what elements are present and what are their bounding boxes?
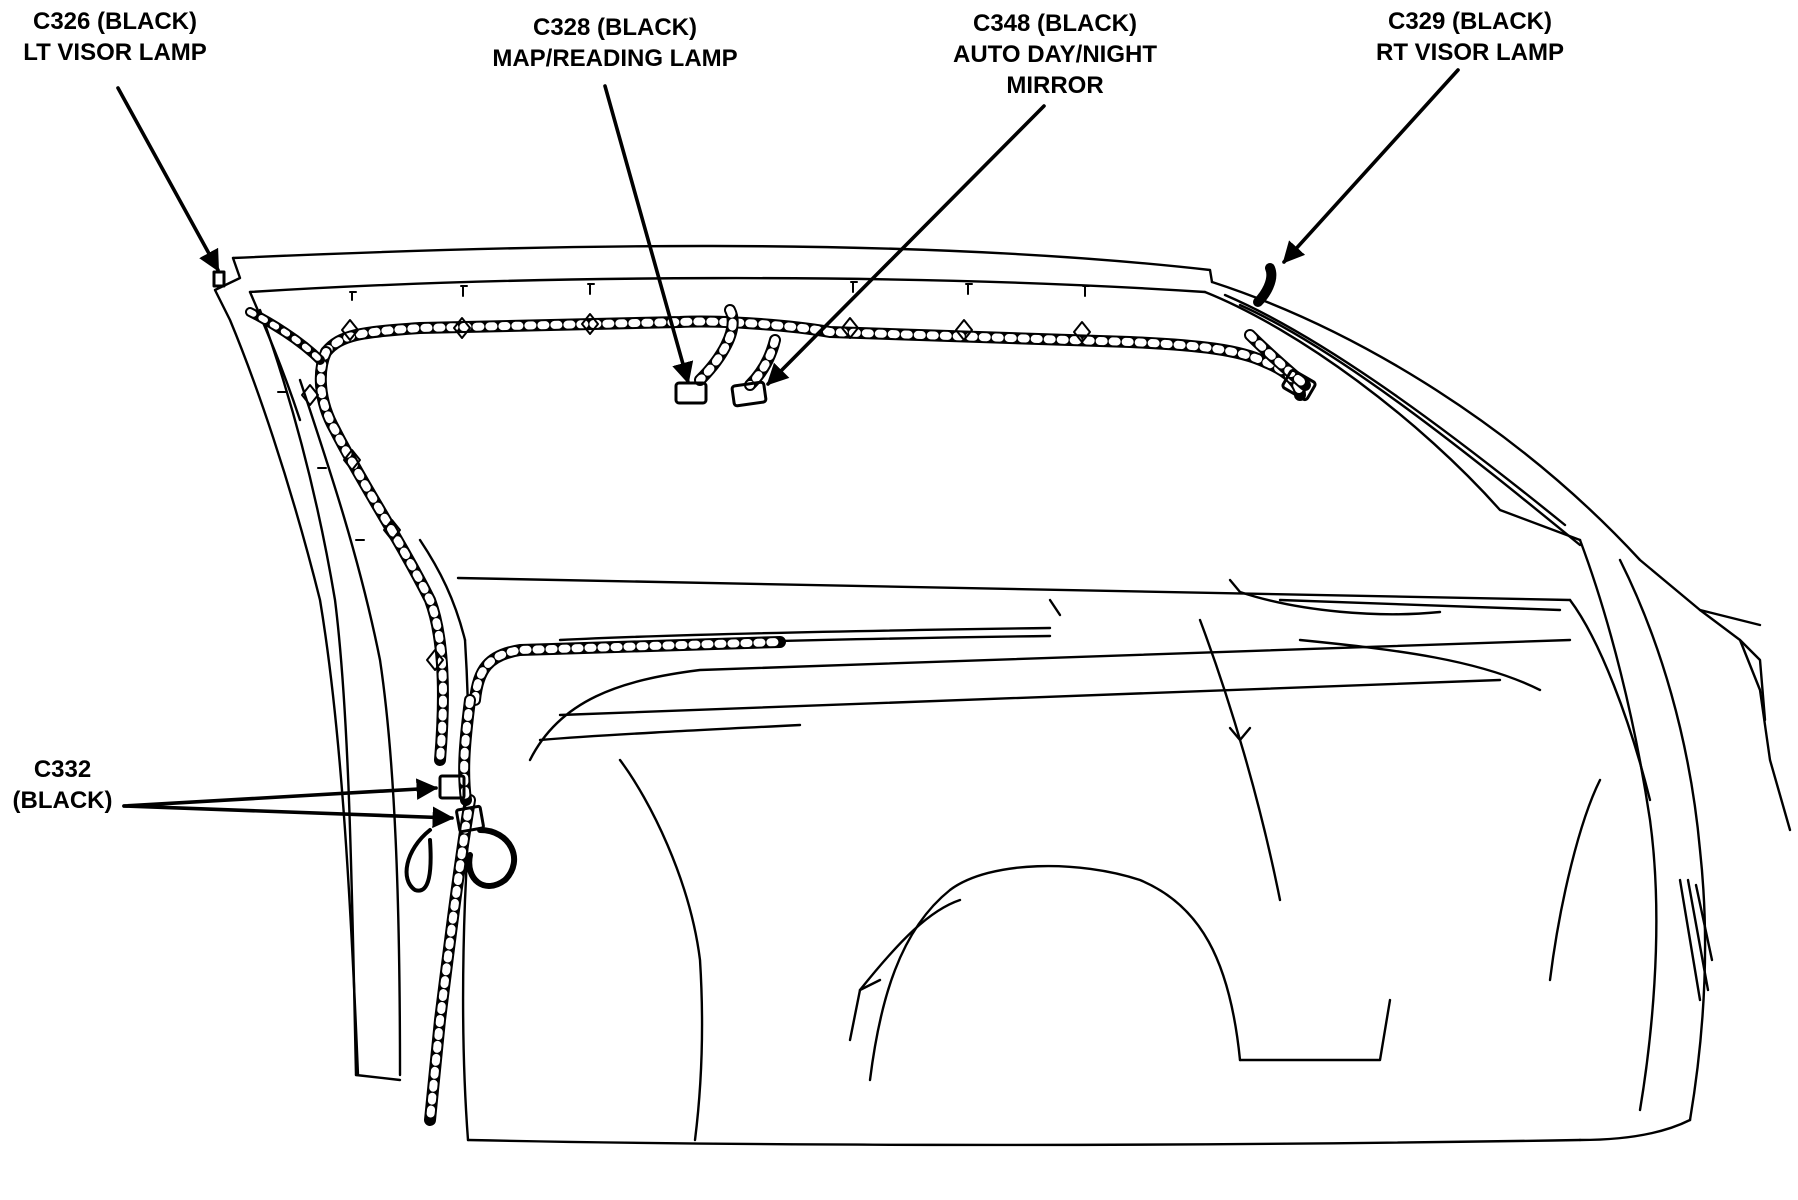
arrow-c329 bbox=[1282, 68, 1460, 264]
c348-code: C348 (BLACK) bbox=[972, 10, 1137, 37]
c326-code: C326 (BLACK) bbox=[32, 8, 197, 35]
c332-code: C332 bbox=[33, 756, 92, 783]
c328-code: C328 (BLACK) bbox=[532, 14, 697, 41]
c328-desc: MAP/READING LAMP bbox=[492, 45, 738, 72]
roof-harness bbox=[245, 263, 1311, 1126]
roof-outline bbox=[213, 244, 1792, 1077]
callout-c328: C328 (BLACK) MAP/READING LAMP bbox=[455, 12, 775, 74]
side-panel bbox=[461, 578, 1602, 1147]
arrow-c332-upper bbox=[122, 778, 439, 808]
callout-c326: C326 (BLACK) LT VISOR LAMP bbox=[0, 6, 230, 68]
arrow-c326 bbox=[116, 86, 220, 272]
harness-clips bbox=[277, 281, 1091, 671]
c329-code: C329 (BLACK) bbox=[1387, 8, 1552, 35]
connector-bodies bbox=[212, 270, 1317, 834]
arrow-c328 bbox=[603, 84, 694, 385]
callout-c348: C348 (BLACK) AUTO DAY/NIGHT MIRROR bbox=[905, 8, 1205, 101]
arrow-c332-lower bbox=[122, 804, 455, 829]
right-quarter bbox=[1578, 538, 1767, 1142]
left-pillar bbox=[258, 308, 467, 1082]
arrow-c348 bbox=[766, 104, 1046, 386]
c329-desc: RT VISOR LAMP bbox=[1375, 39, 1564, 66]
c326-desc: LT VISOR LAMP bbox=[23, 39, 207, 66]
callout-c332: C332 (BLACK) bbox=[0, 754, 125, 816]
c332-desc: (BLACK) bbox=[12, 787, 113, 814]
c348-desc2: MIRROR bbox=[1006, 72, 1104, 99]
leader-arrows bbox=[116, 68, 1460, 829]
callout-c329: C329 (BLACK) RT VISOR LAMP bbox=[1335, 6, 1605, 68]
c348-desc: AUTO DAY/NIGHT bbox=[952, 41, 1158, 68]
